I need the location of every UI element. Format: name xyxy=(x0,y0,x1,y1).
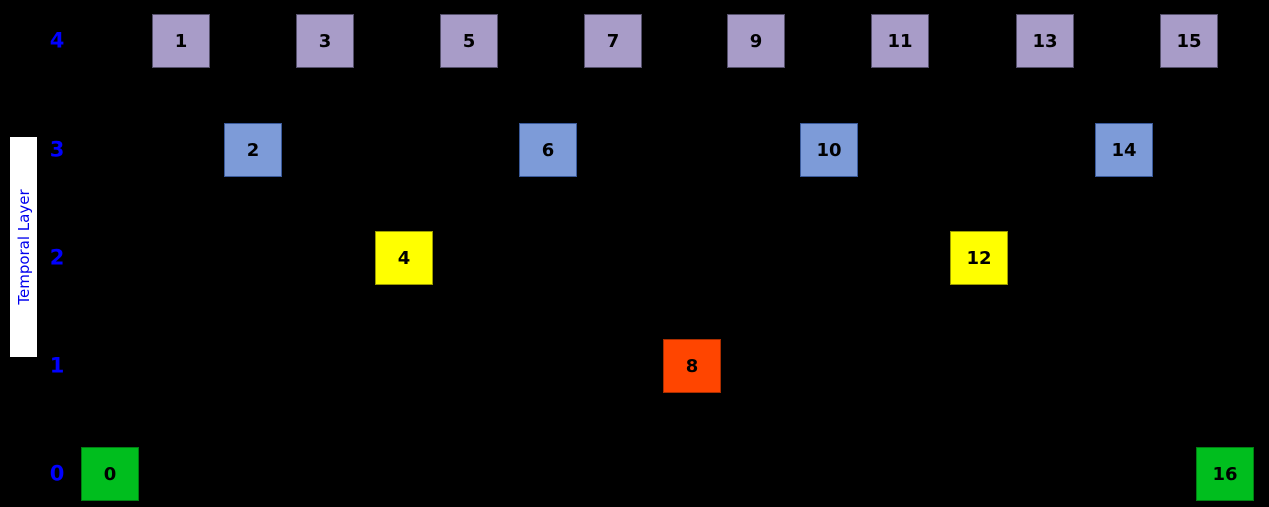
frame-box-3: 3 xyxy=(296,14,354,68)
frame-box-label: 5 xyxy=(462,30,476,52)
frame-box-9: 9 xyxy=(727,14,785,68)
frame-box-16: 16 xyxy=(1196,447,1254,501)
frame-box-label: 2 xyxy=(246,139,260,161)
frame-box-15: 15 xyxy=(1160,14,1218,68)
frame-box-label: 9 xyxy=(749,30,763,52)
frame-box-label: 8 xyxy=(685,355,699,377)
frame-box-0: 0 xyxy=(81,447,139,501)
y-axis-title: Temporal Layer xyxy=(14,189,33,305)
y-axis-title-strip: Temporal Layer xyxy=(10,137,37,357)
frame-box-label: 16 xyxy=(1212,463,1238,485)
y-tick-label-4: 4 xyxy=(49,28,65,53)
frame-box-label: 0 xyxy=(103,463,117,485)
frame-box-6: 6 xyxy=(519,123,577,177)
frame-box-label: 6 xyxy=(541,139,555,161)
frame-box-5: 5 xyxy=(440,14,498,68)
frame-box-13: 13 xyxy=(1016,14,1074,68)
frame-box-12: 12 xyxy=(950,231,1008,285)
y-tick-label-0: 0 xyxy=(49,461,65,486)
frame-box-2: 2 xyxy=(224,123,282,177)
y-tick-label-2: 2 xyxy=(49,245,65,270)
frame-box-7: 7 xyxy=(584,14,642,68)
frame-box-label: 13 xyxy=(1032,30,1058,52)
frame-box-10: 10 xyxy=(800,123,858,177)
frame-box-11: 11 xyxy=(871,14,929,68)
frame-box-14: 14 xyxy=(1095,123,1153,177)
frame-box-label: 14 xyxy=(1111,139,1137,161)
frame-box-label: 11 xyxy=(887,30,913,52)
frame-box-4: 4 xyxy=(375,231,433,285)
frame-box-8: 8 xyxy=(663,339,721,393)
frame-box-label: 15 xyxy=(1176,30,1202,52)
y-tick-label-3: 3 xyxy=(49,137,65,162)
frame-box-label: 10 xyxy=(816,139,842,161)
y-tick-label-1: 1 xyxy=(49,353,65,378)
frame-box-label: 4 xyxy=(397,247,411,269)
frame-box-1: 1 xyxy=(152,14,210,68)
frame-box-label: 7 xyxy=(606,30,620,52)
frame-box-label: 12 xyxy=(966,247,992,269)
frame-box-label: 1 xyxy=(174,30,188,52)
frame-box-label: 3 xyxy=(318,30,332,52)
